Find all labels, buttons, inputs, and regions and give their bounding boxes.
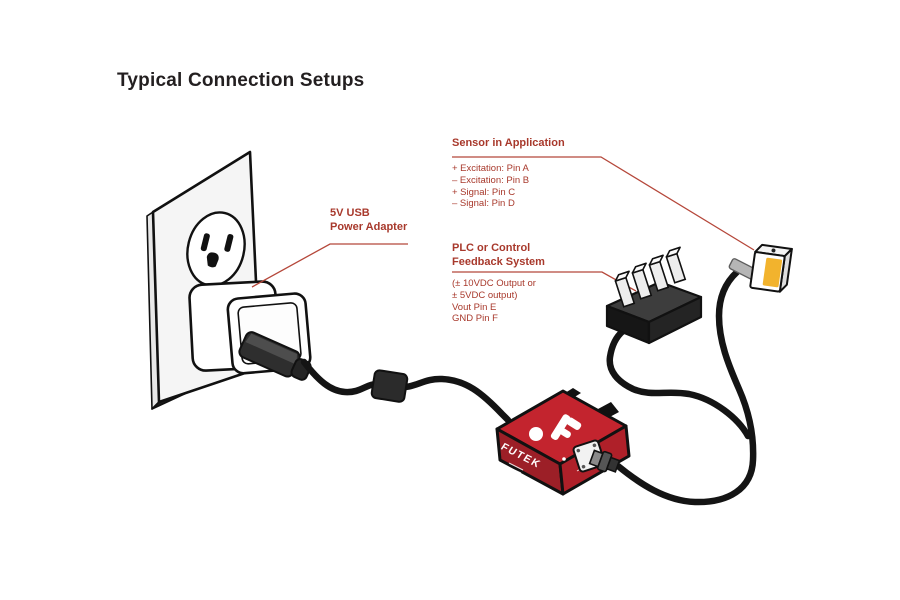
breakout-cable xyxy=(606,268,757,506)
plc-detail-row: GND Pin F xyxy=(452,313,498,325)
sensor-pin-row: + Excitation: Pin A xyxy=(452,163,529,174)
plc-detail-row: Vout Pin E xyxy=(452,301,497,313)
usb-leader-line xyxy=(251,243,408,288)
plc-title-line1: PLC or Control xyxy=(452,242,531,254)
usb-adapter-label-line2: Power Adapter xyxy=(330,220,408,233)
plc-title-line2: Feedback System xyxy=(452,255,545,268)
sensor-pin-row: – Signal: Pin D xyxy=(452,198,515,210)
sensor-section-title: Sensor in Application xyxy=(452,137,565,149)
plc-detail-list: (± 10VDC Output or ± 5VDC output) Vout P… xyxy=(452,278,536,325)
power-cable xyxy=(300,358,512,424)
sensor-pin-row: – Excitation: Pin B xyxy=(452,174,530,186)
outlet-socket xyxy=(186,211,246,287)
plc-terminals xyxy=(614,246,687,308)
usb-adapter-label: 5V USB Power Adapter xyxy=(330,207,407,234)
output-connector-barrel xyxy=(588,449,621,473)
futek-logo-icon xyxy=(529,414,582,441)
plc-cable xyxy=(606,327,752,440)
ferrite-bead xyxy=(370,369,409,403)
futek-amplifier-illustration xyxy=(495,388,631,496)
page-title: Typical Connection Setups xyxy=(117,70,365,91)
sensor-pin-list: + Excitation: Pin A – Excitation: Pin B … xyxy=(452,163,529,210)
sensor-leader-line xyxy=(452,156,755,251)
sensor-cable xyxy=(614,268,757,506)
outlet-slot-left xyxy=(200,233,210,252)
plc-block-illustration xyxy=(605,246,703,345)
plc-detail-row: (± 10VDC Output or xyxy=(452,278,536,289)
sensor-pin-row: + Signal: Pin C xyxy=(452,186,516,198)
sensor-illustration xyxy=(728,243,793,293)
sensor-label-face xyxy=(762,257,783,288)
sensor-body xyxy=(749,243,793,293)
outlet-ground-hole xyxy=(206,252,219,268)
plc-section-title: PLC or Control Feedback System xyxy=(452,242,545,269)
outlet-slot-right xyxy=(224,234,234,252)
plc-detail-row: ± 5VDC output) xyxy=(452,289,518,301)
usb-adapter-label-line1: 5V USB xyxy=(330,207,370,219)
